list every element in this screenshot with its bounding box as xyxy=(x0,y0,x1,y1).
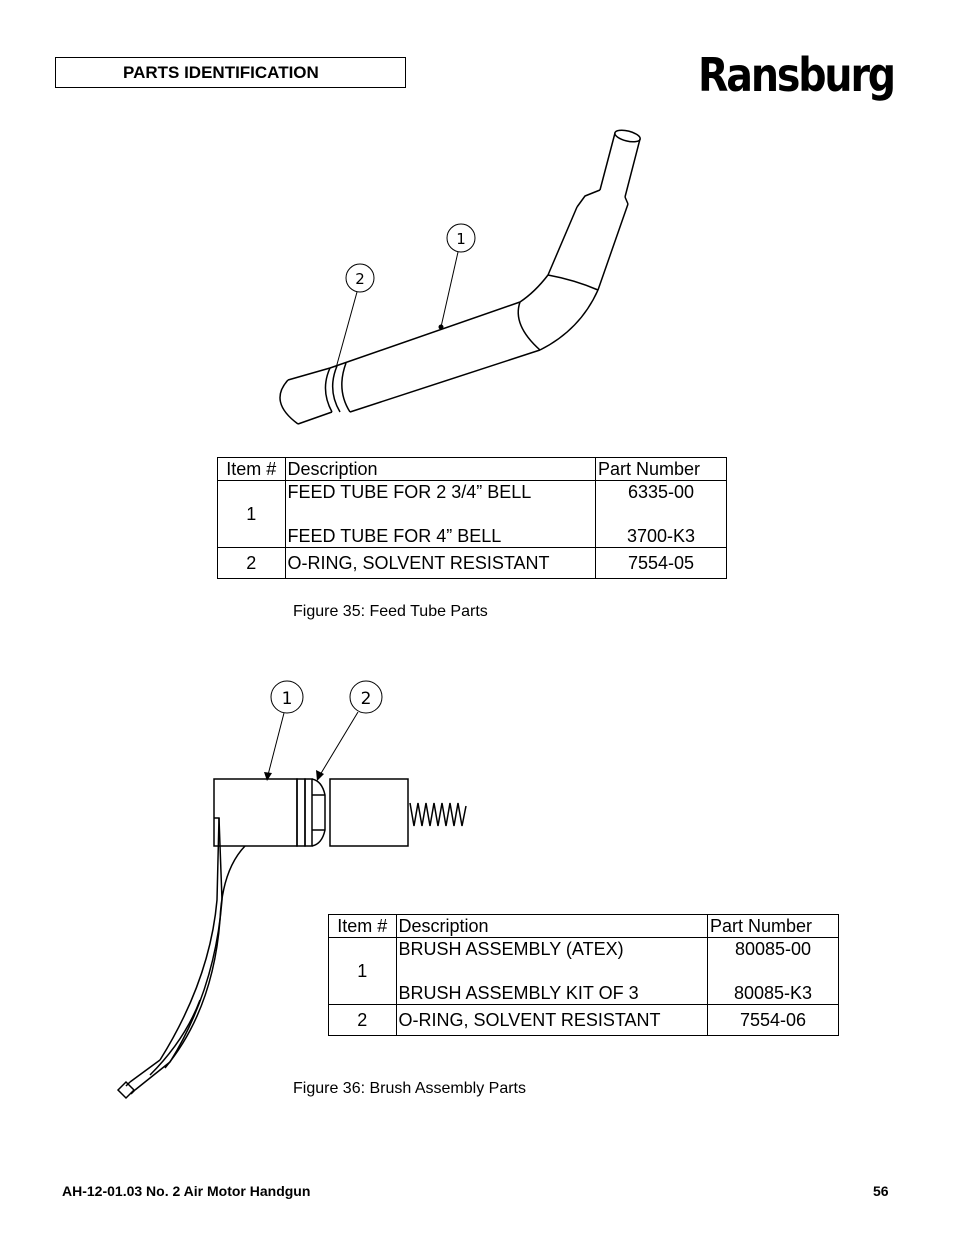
brush-assembly-drawing: 1 2 xyxy=(116,680,467,1100)
header-description: Description xyxy=(395,914,708,938)
description-cell: FEED TUBE FOR 2 3/4” BELL FEED TUBE FOR … xyxy=(284,480,596,548)
section-title: PARTS IDENTIFICATION xyxy=(55,57,406,88)
header-part-number: Part Number xyxy=(706,914,840,938)
description-line: O-RING, SOLVENT RESISTANT xyxy=(284,547,596,579)
table-header-row: Item # Description Part Number xyxy=(328,914,840,938)
item-number: 1 xyxy=(217,480,286,548)
table-row: 1 FEED TUBE FOR 2 3/4” BELL FEED TUBE FO… xyxy=(217,480,728,548)
header-description: Description xyxy=(284,457,596,481)
callout-2-fig35: 2 xyxy=(355,270,365,288)
callout-1-fig36: 1 xyxy=(282,689,293,709)
item-number: 2 xyxy=(217,547,286,579)
description-line: O-RING, SOLVENT RESISTANT xyxy=(395,1004,708,1036)
figure-35-caption: Figure 35: Feed Tube Parts xyxy=(293,603,488,620)
part-number: 6335-00 xyxy=(627,482,694,502)
header-item: Item # xyxy=(217,457,286,481)
table-row: 2 O-RING, SOLVENT RESISTANT 7554-06 xyxy=(328,1004,840,1036)
description-line: BRUSH ASSEMBLY (ATEX) xyxy=(398,939,624,959)
part-number-cell: 6335-00 3700-K3 xyxy=(594,480,728,548)
part-number: 3700-K3 xyxy=(626,526,695,546)
header-item: Item # xyxy=(328,914,397,938)
table-row: 2 O-RING, SOLVENT RESISTANT 7554-05 xyxy=(217,547,728,579)
part-number: 7554-05 xyxy=(594,547,728,579)
brand-logo: Ransburg xyxy=(698,48,896,102)
description-line: BRUSH ASSEMBLY KIT OF 3 xyxy=(398,983,639,1003)
table-header-row: Item # Description Part Number xyxy=(217,457,728,481)
feed-tube-parts-table: Item # Description Part Number 1 FEED TU… xyxy=(217,457,728,579)
part-number: 80085-K3 xyxy=(733,983,813,1003)
feed-tube-drawing: 1 2 xyxy=(279,129,641,425)
brush-assembly-parts-table: Item # Description Part Number 1 BRUSH A… xyxy=(328,914,840,1036)
callout-1-fig35: 1 xyxy=(456,230,466,248)
figure-36-caption: Figure 36: Brush Assembly Parts xyxy=(293,1080,526,1097)
table-row: 1 BRUSH ASSEMBLY (ATEX) BRUSH ASSEMBLY K… xyxy=(328,937,840,1005)
part-number: 80085-00 xyxy=(734,939,812,959)
callout-2-fig36: 2 xyxy=(361,689,372,709)
item-number: 2 xyxy=(328,1004,397,1036)
header-part-number: Part Number xyxy=(594,457,728,481)
part-number-cell: 80085-00 80085-K3 xyxy=(706,937,840,1005)
footer-doc-title: AH-12-01.03 No. 2 Air Motor Handgun xyxy=(62,1183,311,1199)
description-line: FEED TUBE FOR 4” BELL xyxy=(287,526,502,546)
description-line: FEED TUBE FOR 2 3/4” BELL xyxy=(287,482,532,502)
part-number: 7554-06 xyxy=(706,1004,840,1036)
item-number: 1 xyxy=(328,937,397,1005)
page-number: 56 xyxy=(873,1183,889,1199)
description-cell: BRUSH ASSEMBLY (ATEX) BRUSH ASSEMBLY KIT… xyxy=(395,937,708,1005)
